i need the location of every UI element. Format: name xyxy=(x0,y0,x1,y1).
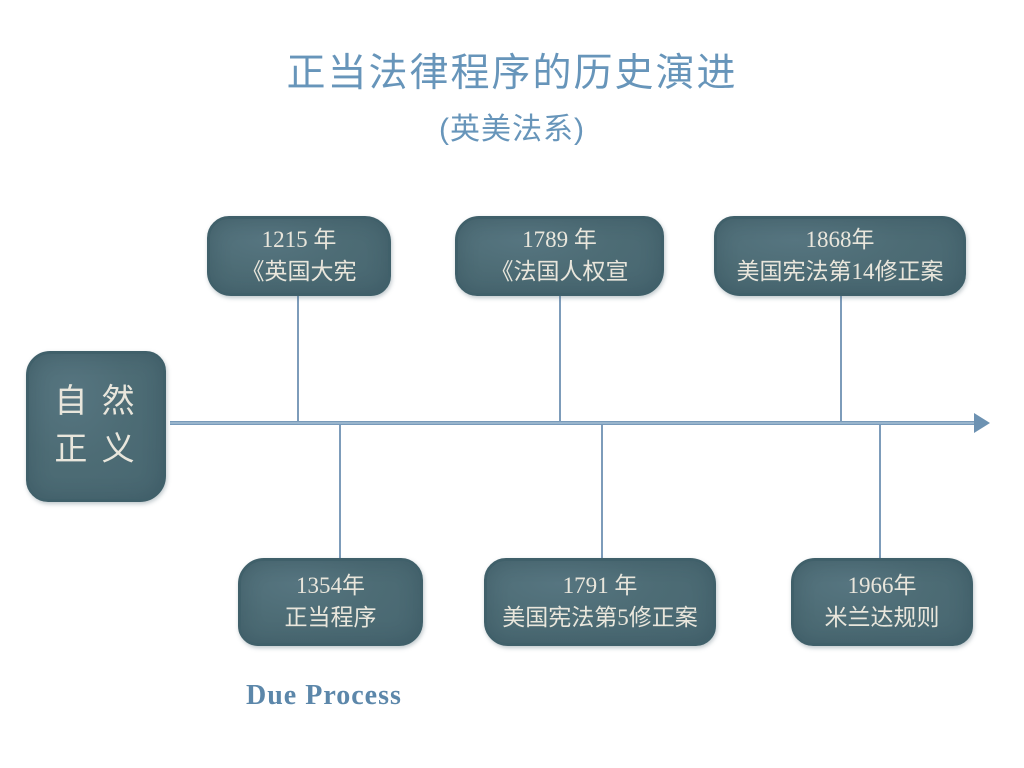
event-year: 1215 年 xyxy=(261,226,337,252)
page-subtitle: (英美法系) xyxy=(439,113,585,146)
natural-justice-box: 自 然 正 义 xyxy=(26,351,166,502)
event-box-1215: 1215 年 《英国大宪 xyxy=(207,216,391,296)
origin-line-1: 自 然 xyxy=(54,383,138,420)
page-title: 正当法律程序的历史演进 xyxy=(286,52,738,95)
connector-line-1966 xyxy=(879,425,881,558)
event-box-1789: 1789 年 《法国人权宣 xyxy=(455,216,664,296)
connector-line-1868 xyxy=(840,296,842,422)
event-label: 米兰达规则 xyxy=(824,605,940,630)
event-box-1966: 1966年 米兰达规则 xyxy=(791,558,973,646)
event-label: 美国宪法第5修正案 xyxy=(502,605,698,630)
event-label: 《英国大宪 xyxy=(241,259,357,284)
event-year: 1868年 xyxy=(805,226,875,252)
event-year: 1966年 xyxy=(847,572,917,598)
origin-line-2: 正 义 xyxy=(54,431,138,468)
connector-line-1354 xyxy=(339,425,341,558)
event-year: 1354年 xyxy=(296,572,365,598)
event-year: 1791 年 xyxy=(562,572,638,598)
event-label: 正当程序 xyxy=(284,605,377,630)
event-label: 美国宪法第14修正案 xyxy=(736,259,944,284)
connector-line-1791 xyxy=(601,425,603,558)
due-process-label: Due Process xyxy=(246,680,402,711)
event-year: 1789 年 xyxy=(522,226,597,252)
event-box-1868: 1868年 美国宪法第14修正案 xyxy=(714,216,966,296)
event-box-1354: 1354年 正当程序 xyxy=(238,558,423,646)
timeline-axis xyxy=(170,421,976,425)
event-label: 《法国人权宣 xyxy=(490,259,629,284)
timeline-arrowhead-icon xyxy=(974,413,990,433)
event-box-1791: 1791 年 美国宪法第5修正案 xyxy=(484,558,716,646)
connector-line-1789 xyxy=(559,296,561,422)
connector-line-1215 xyxy=(297,296,299,422)
